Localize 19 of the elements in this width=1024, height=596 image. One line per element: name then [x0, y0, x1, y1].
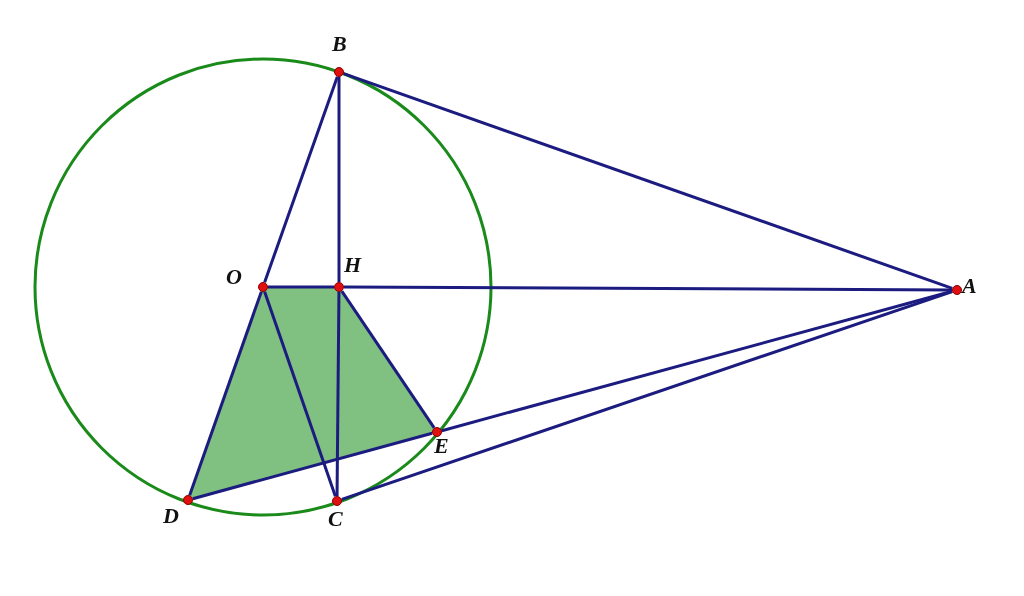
point-label: O: [226, 266, 242, 288]
point-label: C: [328, 508, 343, 530]
line-segment: [188, 291, 263, 496]
point-label: A: [962, 275, 977, 297]
line-segment: [335, 292, 341, 496]
line-segment: [268, 285, 334, 289]
point-label: B: [332, 33, 347, 55]
line-segment: [341, 290, 953, 501]
line-segment: [441, 289, 953, 433]
line-segment: [340, 290, 436, 429]
point-label: D: [163, 505, 179, 527]
point-label: E: [434, 435, 449, 457]
line-segment: [263, 291, 337, 497]
line-segment: [192, 431, 433, 501]
point-label: H: [344, 254, 362, 276]
line-segment: [344, 285, 952, 292]
line-segment: [263, 76, 339, 283]
line-segment: [337, 77, 341, 282]
line-segment: [343, 72, 953, 290]
